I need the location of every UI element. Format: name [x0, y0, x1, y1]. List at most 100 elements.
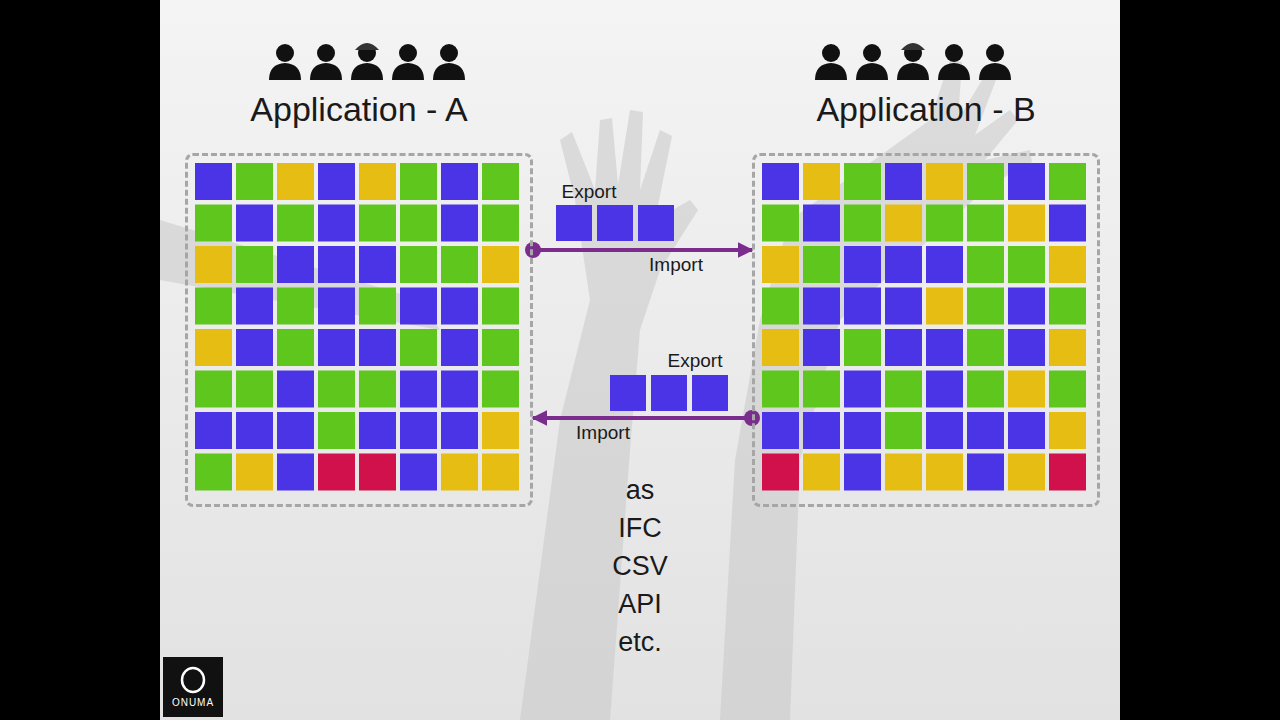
grid-square	[277, 246, 314, 283]
grid-square	[236, 371, 273, 408]
grid-square	[400, 371, 437, 408]
grid-square	[359, 205, 396, 242]
grid-square	[441, 412, 478, 449]
grid-square	[885, 163, 922, 200]
grid-square	[482, 412, 519, 449]
grid-square	[236, 205, 273, 242]
grid-square	[277, 329, 314, 366]
person-icon	[897, 43, 929, 80]
grid-square	[885, 371, 922, 408]
grid-square	[277, 454, 314, 491]
grid-square	[359, 163, 396, 200]
grid-square	[926, 246, 963, 283]
grid-square	[236, 454, 273, 491]
person-icon	[815, 44, 847, 80]
grid-square	[441, 454, 478, 491]
grid-square	[762, 246, 799, 283]
grid-square	[926, 329, 963, 366]
grid-square	[803, 246, 840, 283]
grid-square	[926, 205, 963, 242]
grid-square	[441, 329, 478, 366]
grid-square	[844, 412, 881, 449]
grid-square	[277, 371, 314, 408]
grid-square	[400, 163, 437, 200]
grid-square	[441, 163, 478, 200]
grid-square	[277, 288, 314, 325]
grid-square	[885, 246, 922, 283]
grid-square	[1049, 246, 1086, 283]
logo-wordmark: ONUMA	[172, 697, 214, 708]
grid-square	[195, 329, 232, 366]
grid-square	[482, 454, 519, 491]
colour-grids	[195, 163, 1086, 491]
grid-square	[762, 163, 799, 200]
grid-square	[1049, 371, 1086, 408]
grid-square	[236, 163, 273, 200]
grid-square	[359, 371, 396, 408]
grid-square	[482, 371, 519, 408]
grid-square	[318, 163, 355, 200]
grid-square	[359, 454, 396, 491]
grid-square	[926, 371, 963, 408]
grid-square	[844, 163, 881, 200]
grid-square	[318, 454, 355, 491]
grid-square	[762, 412, 799, 449]
grid-square	[1008, 371, 1045, 408]
grid-square	[762, 288, 799, 325]
grid-square	[195, 371, 232, 408]
grid-square	[844, 288, 881, 325]
grid-square	[482, 205, 519, 242]
grid-square	[400, 329, 437, 366]
person-icon	[433, 44, 465, 80]
grid-square	[195, 246, 232, 283]
grid-square	[926, 454, 963, 491]
grid-square	[926, 288, 963, 325]
grid-square	[195, 412, 232, 449]
application-title: Application - B	[816, 90, 1035, 129]
grid-square	[1008, 329, 1045, 366]
grid-square	[400, 246, 437, 283]
grid-square	[1049, 454, 1086, 491]
person-icon	[269, 44, 301, 80]
grid-square	[195, 288, 232, 325]
person-icon	[856, 44, 888, 80]
format-list: as IFC CSV API etc.	[612, 471, 668, 661]
grid-square	[844, 454, 881, 491]
grid-square	[885, 329, 922, 366]
grid-square	[482, 163, 519, 200]
grid-square	[803, 454, 840, 491]
grid-square	[1008, 454, 1045, 491]
exchange-arrow	[525, 242, 752, 258]
grid-square	[803, 329, 840, 366]
grid-square	[885, 412, 922, 449]
grid-square	[1049, 205, 1086, 242]
grid-square	[441, 205, 478, 242]
slide-panel	[160, 0, 1120, 720]
person-icon	[979, 44, 1011, 80]
application-box: Application - B	[752, 153, 1100, 507]
grid-square	[967, 288, 1004, 325]
grid-square	[195, 454, 232, 491]
grid-square	[359, 329, 396, 366]
onuma-logo	[163, 657, 223, 717]
grid-square	[236, 288, 273, 325]
grid-square	[441, 371, 478, 408]
application-box: Application - A	[185, 153, 533, 507]
grid-square	[359, 246, 396, 283]
grid-square	[803, 288, 840, 325]
grid-square	[400, 288, 437, 325]
grid-square	[1049, 329, 1086, 366]
grid-square	[318, 205, 355, 242]
grid-square	[885, 205, 922, 242]
grid-square	[236, 412, 273, 449]
grid-square	[762, 205, 799, 242]
grid-square	[236, 329, 273, 366]
grid-square	[1008, 246, 1045, 283]
grid-square	[318, 246, 355, 283]
grid-square	[318, 371, 355, 408]
people-icons	[269, 43, 1011, 80]
grid-square	[277, 163, 314, 200]
person-icon	[392, 44, 424, 80]
export-label: Export	[562, 181, 617, 203]
grid-square	[967, 371, 1004, 408]
